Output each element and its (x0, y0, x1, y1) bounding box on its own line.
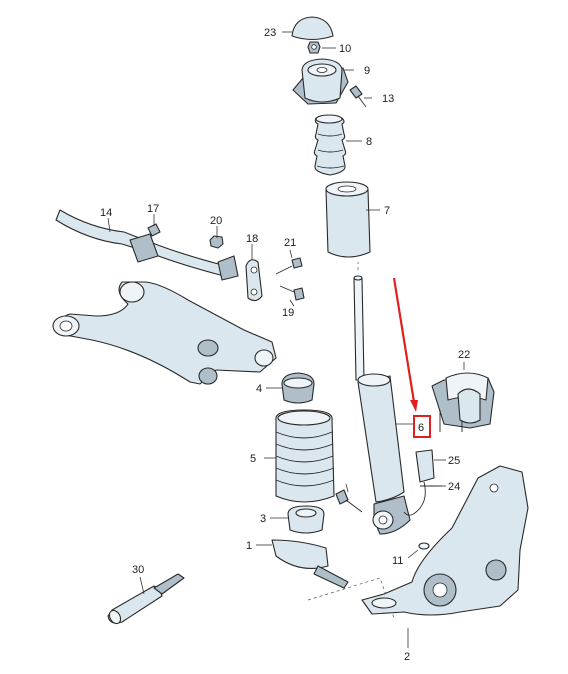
part-6-shock-absorber (353, 262, 411, 535)
part-8-bump-stop (313, 114, 347, 176)
part-5-coil-spring (275, 409, 335, 503)
callout-13: 13 (382, 93, 394, 105)
callout-14: 14 (100, 207, 112, 219)
callout-9: 9 (364, 65, 370, 77)
part-25-sensor (403, 449, 435, 516)
callout-11: 11 (392, 555, 403, 567)
callout-20: 20 (210, 215, 222, 227)
part-21-bolt (275, 257, 303, 275)
part-18-link (245, 259, 263, 302)
part-22-bracket (431, 372, 495, 432)
part-11-ring (418, 542, 430, 550)
callout-25: 25 (448, 455, 460, 467)
part-4-upper-spring-seat (281, 372, 315, 404)
callout-4: 4 (256, 383, 262, 395)
part-19-bolt (279, 285, 305, 301)
part-7-dust-boot (325, 181, 371, 258)
callout-17: 17 (147, 203, 159, 215)
callout-8: 8 (366, 136, 372, 148)
part-2-wheel-carrier (361, 465, 529, 616)
spring-bolt (335, 489, 363, 513)
part-23-cap (291, 16, 334, 41)
callout-23: 23 (264, 27, 276, 39)
callout-21: 21 (284, 237, 296, 249)
leader-lines (107, 31, 465, 648)
callout-19: 19 (282, 307, 294, 319)
part-30-grease-tube (107, 573, 185, 625)
part-17-bolt (147, 223, 161, 237)
highlight-box (413, 415, 431, 438)
lower-control-arm (52, 281, 277, 385)
callout-18: 18 (246, 233, 258, 245)
part-20-nut (209, 235, 224, 249)
callout-30: 30 (132, 564, 144, 576)
highlight-arrow (392, 277, 418, 412)
part-10-nut (307, 41, 321, 54)
callout-24: 24 (448, 481, 460, 493)
part-14-stabilizer-bar (55, 209, 239, 281)
part-9-top-mount (292, 58, 349, 105)
part-3-lower-spring-seat (287, 505, 325, 534)
callout-10: 10 (339, 43, 351, 55)
callout-2: 2 (404, 651, 410, 663)
callout-1: 1 (246, 540, 252, 552)
callout-3: 3 (260, 513, 266, 525)
part-1-lower-pad (271, 539, 395, 619)
callout-7: 7 (384, 205, 390, 217)
callout-6: 6 (418, 422, 424, 434)
callout-5: 5 (250, 453, 256, 465)
callout-22: 22 (458, 349, 470, 361)
part-13-bolt (349, 85, 367, 108)
